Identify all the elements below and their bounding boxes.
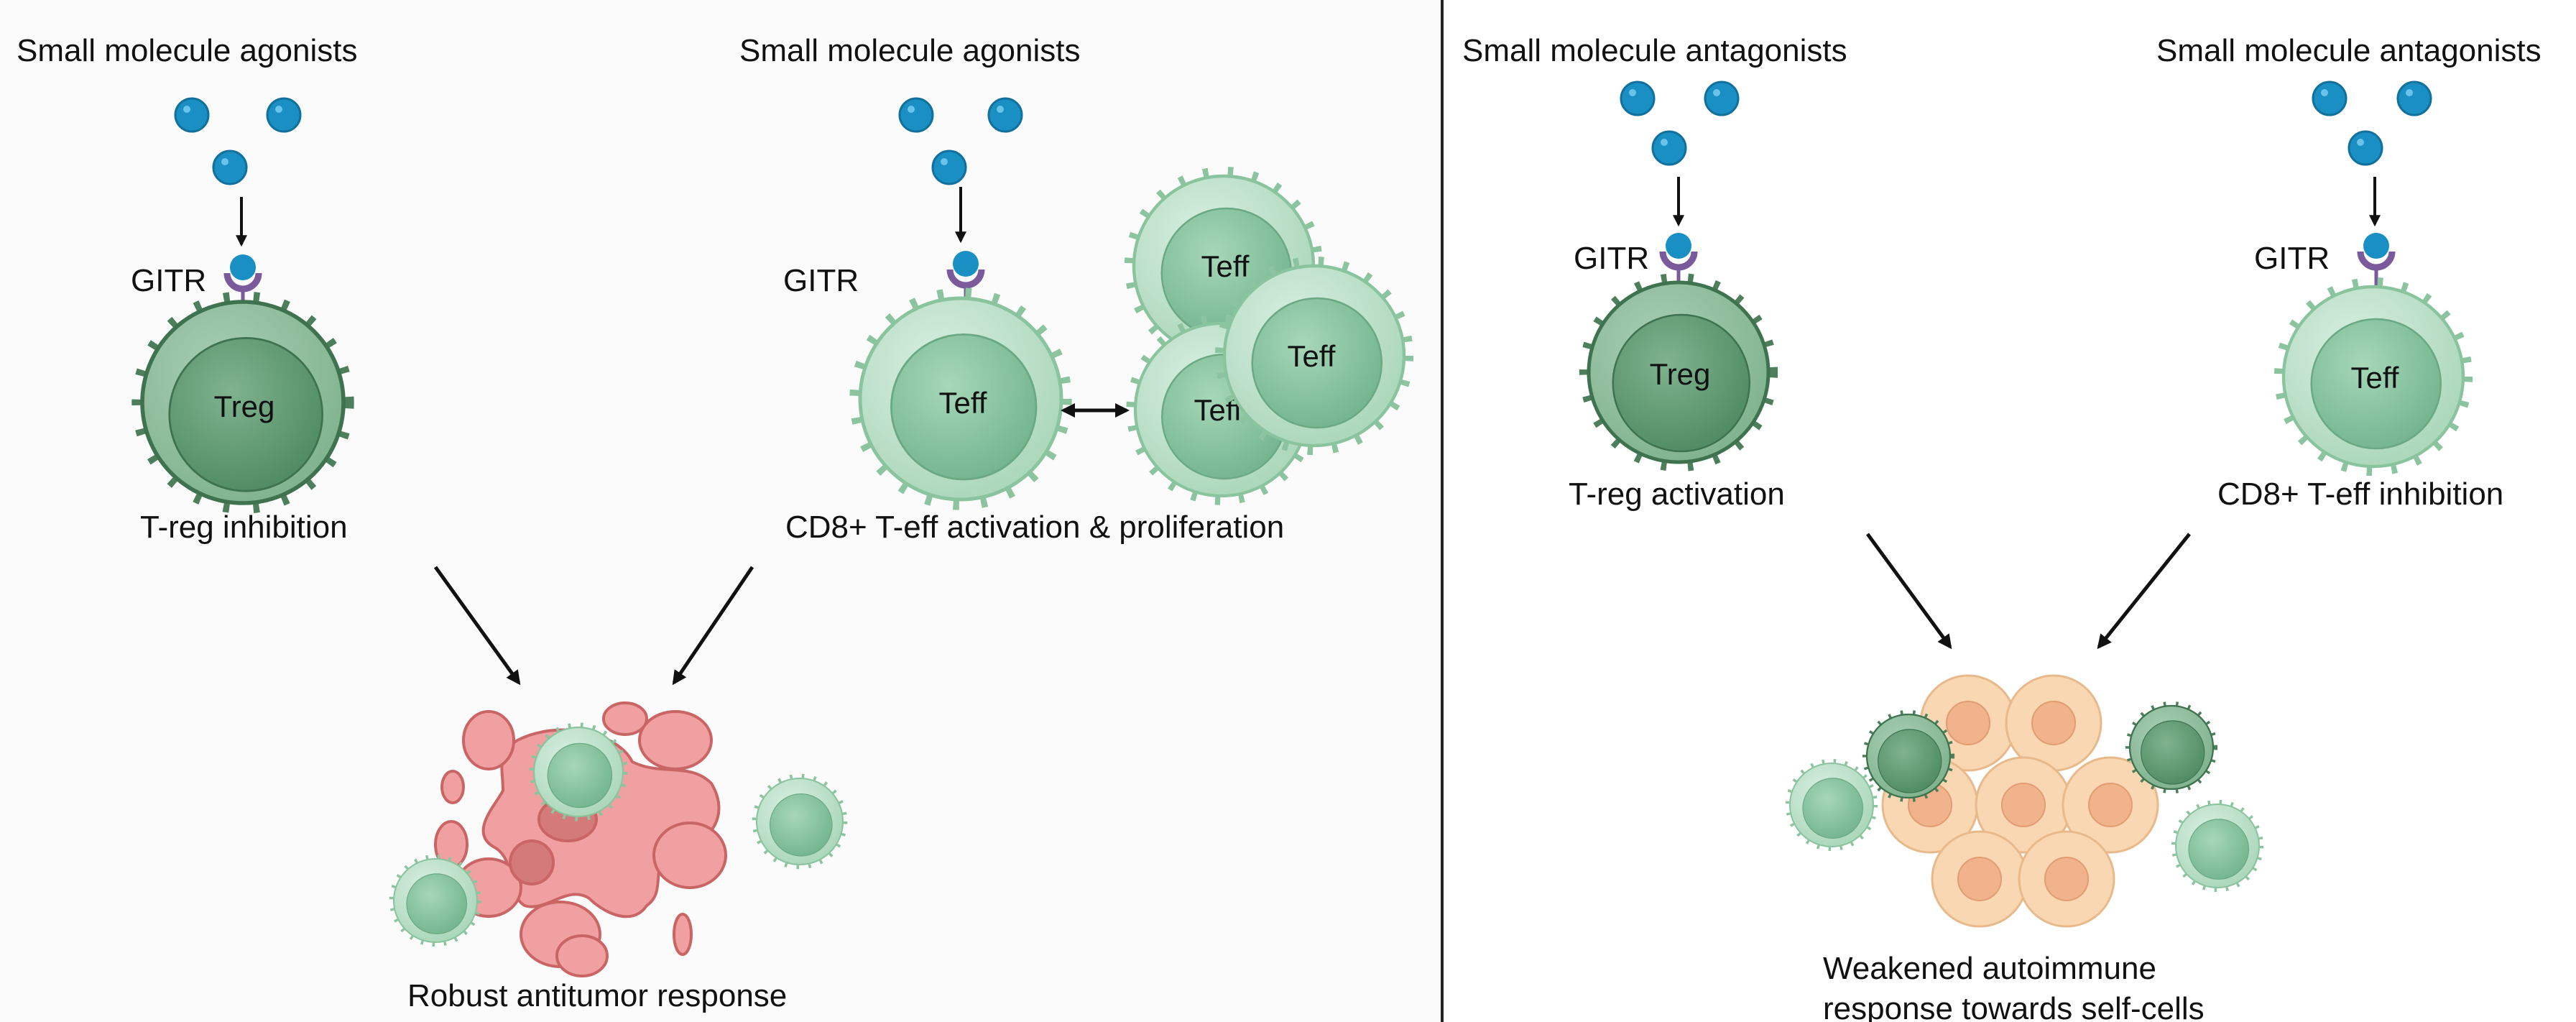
right-treg-caption: T-reg activation (1569, 477, 1785, 512)
teff-cell-label: Teff (1201, 249, 1250, 283)
teff-cell-label: Teff (1288, 339, 1336, 373)
treg-cell-label: Treg (214, 390, 275, 423)
arrow-icon (672, 566, 754, 686)
arrow-icon (2097, 533, 2191, 650)
teff-cell-label: Teff (2351, 361, 2399, 395)
left-outcome: Robust antitumor response (407, 978, 787, 1013)
right-teff-title: Small molecule antagonists (2156, 33, 2542, 68)
gitr-label: GITR (1574, 241, 1649, 276)
teff-cell-label: Teff (939, 386, 987, 420)
treg-cell-label: Treg (1650, 357, 1711, 391)
right-treg-title: Small molecule antagonists (1462, 33, 1847, 68)
left-treg-caption: T-reg inhibition (140, 510, 348, 545)
left-treg-title: Small molecule agonists (17, 33, 357, 68)
right-outcome-line-2: response towards self-cells (1823, 991, 2205, 1022)
right-outcome-line-1: Weakened autoimmune (1823, 951, 2156, 986)
gitr-label: GITR (783, 263, 859, 298)
arrow-icon (1865, 533, 1952, 650)
arrow-icon (433, 566, 521, 686)
left-teff-title: Small molecule agonists (739, 33, 1080, 68)
left-teff-caption: CD8+ T-eff activation & proliferation (785, 510, 1284, 545)
gitr-label: GITR (2254, 241, 2330, 276)
gitr-label: GITR (131, 263, 206, 298)
right-teff-caption: CD8+ T-eff inhibition (2217, 477, 2503, 512)
